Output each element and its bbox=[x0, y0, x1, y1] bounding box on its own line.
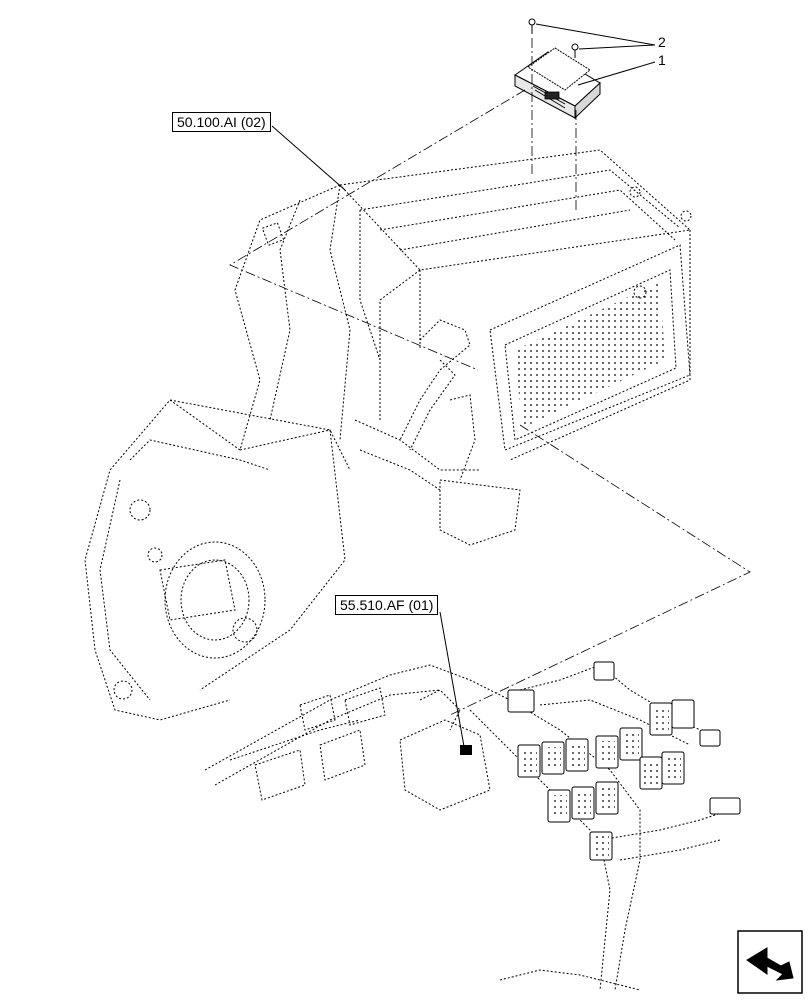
callout-number-2: 2 bbox=[658, 34, 666, 50]
connector-pin-dots bbox=[521, 708, 681, 856]
next-page-arrow-icon[interactable] bbox=[737, 930, 803, 994]
control-module bbox=[514, 47, 601, 120]
callout-leader-lines bbox=[535, 23, 656, 86]
harness-connectors bbox=[507, 661, 741, 861]
heater-core bbox=[515, 282, 665, 428]
hvac-reference-label[interactable]: 50.100.AI (02) bbox=[172, 112, 271, 132]
hvac-housing bbox=[84, 149, 692, 721]
module-mount-point bbox=[460, 745, 472, 755]
assembly-guide-lines bbox=[229, 38, 751, 716]
callout-number-1: 1 bbox=[658, 52, 666, 68]
screw bbox=[528, 18, 579, 58]
harness-reference-label[interactable]: 55.510.AF (01) bbox=[335, 595, 439, 615]
hvac-reference-leader bbox=[271, 125, 346, 191]
harness-reference-leader bbox=[439, 611, 466, 753]
